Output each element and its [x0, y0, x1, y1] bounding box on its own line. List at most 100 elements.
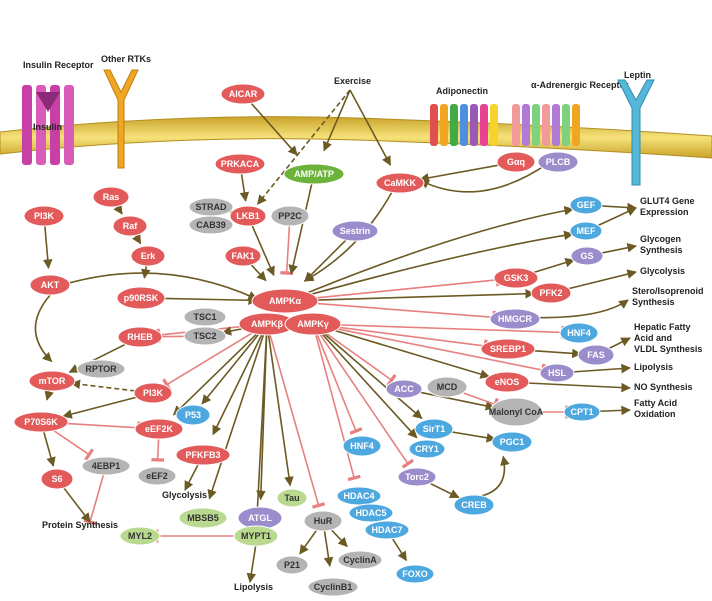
node-gef: GEF [569, 195, 603, 215]
node-ras: Ras [92, 186, 130, 208]
node-tsc2: TSC2 [183, 326, 227, 346]
node-hnf4-mid: HNF4 [342, 435, 382, 457]
node-label-torc2: Torc2 [405, 472, 429, 482]
node-label-hdac7: HDAC7 [371, 525, 402, 535]
edge-hur-to-cyclina [329, 527, 348, 548]
node-label-cyclina: CyclinA [343, 555, 377, 565]
node-raf: Raf [112, 215, 148, 237]
node-label-mypt1: MYPT1 [241, 531, 271, 541]
node-label-fas: FAS [587, 350, 605, 360]
node-cab39: CAB39 [188, 215, 234, 235]
node-pfk2: PFK2 [530, 282, 572, 304]
edge-prkaca-to-lkb1 [239, 173, 250, 202]
edge-ampkb-to-p53 [201, 332, 261, 405]
node-label-ebp1: 4EBP1 [92, 461, 121, 471]
node-cry1: CRY1 [408, 439, 446, 459]
edge-ampkb-to-pfkfb3 [212, 333, 263, 436]
edge-ampkb-to-pi3k_mid [162, 329, 259, 391]
node-pi3k-mid: PI3K [133, 382, 173, 404]
node-label-cab39: CAB39 [196, 220, 226, 230]
node-label-hmgcr: HMGCR [498, 314, 532, 324]
edge-p90rsk-to-ampka [151, 295, 258, 306]
node-label-gef: GEF [577, 200, 596, 210]
node-label-pi3k-top: PI3K [34, 211, 55, 221]
edge-hur-to-p21 [299, 528, 318, 555]
lipolysis-bottom-label: Lipolysis [234, 582, 273, 592]
edge-pfk2-to-glycol_lab [560, 269, 637, 292]
edge-pi3k_mid-to-p70s6k [62, 394, 144, 419]
glycolysis-mid-label: Glycolysis [162, 490, 207, 500]
node-label-ampkb: AMPKβ [251, 319, 283, 329]
edge-ampkg-to-srebp1 [323, 324, 488, 353]
edge-sestrin-to-ampka [304, 237, 349, 282]
node-label-enos: eNOS [495, 377, 520, 387]
node-label-acc: ACC [394, 384, 414, 394]
node-gsk3: GSK3 [493, 267, 539, 289]
edge-pi3k_top-to-akt [42, 225, 53, 270]
protein-synthesis-label: Protein Synthesis [42, 520, 118, 530]
node-label-hdac5: HDAC5 [355, 508, 386, 518]
edge-hmgcr-to-sterol_lab [524, 299, 629, 319]
node-plcb: PLCB [537, 151, 579, 173]
edge-gq-to-camkk [419, 162, 507, 183]
node-label-mbsb5: MBSB5 [187, 513, 219, 523]
node-label-pfkfb3: PFKFB3 [185, 450, 220, 460]
glycolysis-right-label: Glycolysis [640, 266, 685, 276]
node-mef: MEF [569, 221, 603, 241]
node-p70s6k: P70S6K [13, 411, 69, 433]
node-label-mcd: MCD [437, 382, 458, 392]
edge-exercise-to-lkb1 [257, 89, 351, 205]
edge-enos-to-no_lab [516, 381, 631, 393]
node-label-tsc1: TSC1 [193, 312, 216, 322]
node-label-mtor: mTOR [39, 376, 66, 386]
node-label-ampka: AMPKα [269, 296, 301, 306]
edge-fak1-to-ampka [249, 262, 267, 282]
node-p53: P53 [175, 404, 211, 426]
node-gq: Gαq [496, 151, 536, 173]
insulin-label: Insulin [33, 122, 62, 132]
node-label-akt: AKT [41, 280, 60, 290]
node-tau: Tau [276, 488, 308, 508]
edge-ampkg-to-hsl [323, 325, 546, 377]
node-acc: ACC [385, 379, 423, 399]
node-label-prkaca: PRKACA [221, 159, 260, 169]
node-mypt1: MYPT1 [233, 525, 279, 547]
node-s6: S6 [40, 468, 74, 490]
edge-exercise-to-camkk [349, 89, 392, 166]
other-rtks-graphic [103, 69, 139, 169]
node-cyclinb1: CyclinB1 [307, 577, 359, 597]
edge-pfkfb3-to-glyco_m [184, 463, 200, 491]
node-srebp1: SREBP1 [480, 338, 536, 360]
edge-ampkg-to-hnf4_mid [316, 333, 363, 435]
edge-ampkg-to-torc2 [318, 332, 415, 469]
node-label-tau: Tau [284, 493, 299, 503]
node-label-erk: Erk [141, 251, 157, 261]
adiponectin-label: Adiponectin [436, 86, 488, 96]
edge-p70s6k-to-ebp1 [48, 426, 95, 461]
lipolysis-right-label: Lipolysis [634, 362, 673, 372]
node-p90rsk: p90RSK [116, 286, 166, 310]
node-ampka: AMPKα [251, 288, 319, 314]
node-amp-atp: AMP/ATP [283, 163, 345, 185]
node-label-gs: GS [580, 251, 593, 261]
node-label-eef2k: eEF2K [145, 424, 174, 434]
edge-ampkb-to-mypt1 [252, 334, 268, 519]
node-hdac4: HDAC4 [336, 486, 382, 506]
edge-ampkb-to-eef2k [172, 331, 260, 416]
edge-ampkg-to-hdac4 [315, 334, 361, 482]
node-aicar: AICAR [220, 83, 266, 105]
node-hdac7: HDAC7 [364, 520, 410, 540]
node-label-hdac4: HDAC4 [343, 491, 374, 501]
node-ampkg: AMPKγ [284, 312, 342, 336]
node-pp2c: PP2C [270, 205, 310, 227]
node-rheb: RHEB [117, 326, 163, 348]
node-mbsb5: MBSB5 [178, 507, 228, 529]
edge-pp2c-to-ampka [280, 225, 294, 275]
node-fas: FAS [577, 344, 615, 366]
node-cyclina: CyclinA [337, 550, 383, 570]
node-sirt1: SirT1 [414, 418, 454, 440]
node-label-fak1: FAK1 [231, 251, 254, 261]
